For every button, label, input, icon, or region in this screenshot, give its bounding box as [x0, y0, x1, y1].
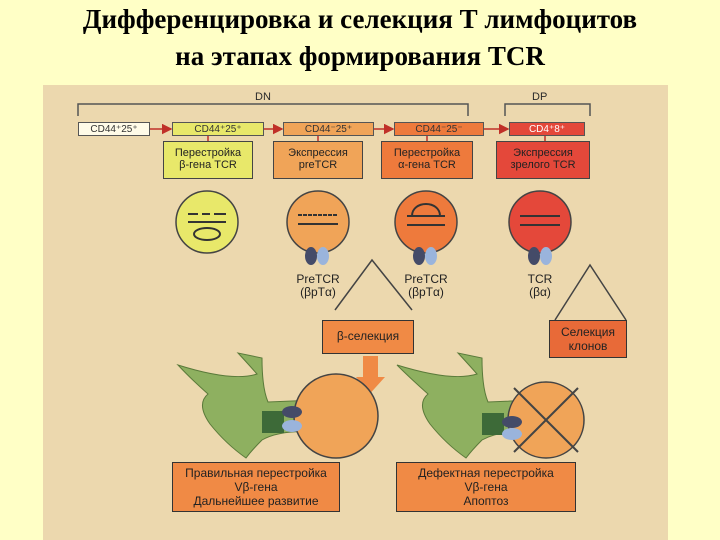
marker-cd44-cd25-4: CD44⁻25⁻	[394, 122, 484, 136]
stage-label-dn: DN	[255, 91, 271, 103]
beta-selection-box: β-селекция	[322, 320, 414, 354]
apc-left	[176, 352, 379, 459]
cell-orange	[286, 190, 350, 265]
step-pretcr-expression-line2: preTCR	[298, 159, 338, 171]
step-mature-tcr-expression-line2: зрелого TCR	[510, 159, 576, 171]
outcome-failure-line1: Дефектная перестройка	[418, 466, 554, 480]
stage-label-dp: DP	[532, 91, 548, 103]
receptor-2-chains: (βpTα)	[408, 285, 444, 299]
receptor-1-name: PreTCR	[296, 272, 340, 286]
step-pretcr-expression-line1: Экспрессия	[288, 147, 348, 159]
step-mature-tcr-expression-line1: Экспрессия	[513, 147, 573, 159]
outcome-success-line3: Дальнейшее развитие	[193, 494, 319, 508]
cell-yellow	[175, 190, 239, 254]
outcome-failure-box: Дефектная перестройка Vβ-гена Апоптоз	[396, 462, 576, 512]
receptor-label-1: PreTCR (βpTα)	[283, 273, 353, 299]
stage-brackets	[77, 103, 591, 116]
clonal-selection-line1: Селекция	[561, 325, 615, 339]
marker-cd44-cd25-1: CD44⁺25⁺	[78, 122, 150, 136]
step-alpha-rearrangement: Перестройка α-гена TCR	[381, 141, 473, 179]
step-mature-tcr-expression: Экспрессия зрелого TCR	[496, 141, 590, 179]
cell-orange-red	[394, 190, 458, 265]
apc-right	[396, 352, 585, 459]
step-alpha-rearrangement-line2: α-гена TCR	[398, 159, 456, 171]
selection-triangles	[334, 258, 627, 321]
receptor-label-3: TCR (βα)	[505, 273, 575, 299]
outcome-failure-line2: Vβ-гена	[464, 480, 508, 494]
marker-cd4-cd8: CD4⁺8⁺	[509, 122, 585, 136]
step-beta-rearrangement-line1: Перестройка	[174, 147, 242, 159]
clonal-selection-box: Селекция клонов	[549, 320, 627, 358]
marker-cd44-cd25-3: CD44⁻25⁺	[283, 122, 374, 136]
step-connectors	[207, 136, 546, 141]
receptor-1-chains: (βpTα)	[300, 285, 336, 299]
outcome-success-line2: Vβ-гена	[234, 480, 278, 494]
receptor-label-2: PreTCR (βpTα)	[391, 273, 461, 299]
cell-red	[508, 190, 572, 265]
step-beta-rearrangement: Перестройка β-гена TCR	[163, 141, 253, 179]
receptor-3-chains: (βα)	[529, 285, 551, 299]
step-pretcr-expression: Экспрессия preTCR	[273, 141, 363, 179]
receptor-2-name: PreTCR	[404, 272, 448, 286]
outcome-success-box: Правильная перестройка Vβ-гена Дальнейше…	[172, 462, 340, 512]
page-title-line2: на этапах формирования TCR	[175, 41, 545, 71]
outcome-failure-line3: Апоптоз	[463, 494, 509, 508]
clonal-selection-line2: клонов	[568, 339, 608, 353]
step-alpha-rearrangement-line1: Перестройка	[393, 147, 461, 159]
outcome-success-line1: Правильная перестройка	[185, 466, 327, 480]
marker-cd44-cd25-2: CD44⁺25⁺	[172, 122, 264, 136]
receptor-3-name: TCR	[527, 272, 553, 286]
step-beta-rearrangement-line2: β-гена TCR	[179, 159, 237, 171]
page-title-line1: Дифференцировка и селекция Т лимфоцитов	[82, 4, 638, 34]
